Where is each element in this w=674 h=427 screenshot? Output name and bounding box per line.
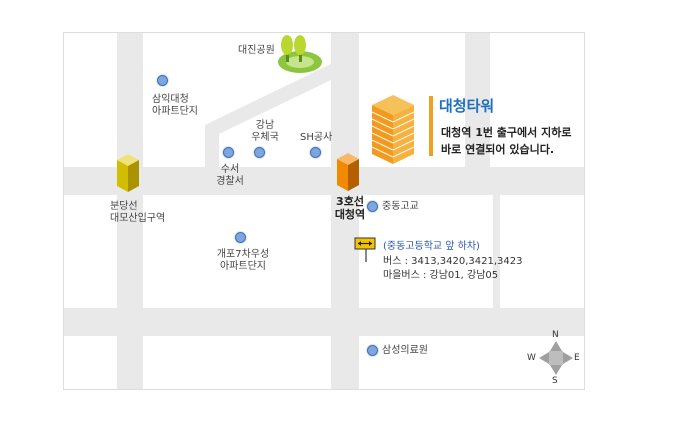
gangnam-post-marker — [254, 147, 265, 158]
tower-description: 대청역 1번 출구에서 지하로 바로 연결되어 있습니다. — [441, 126, 572, 156]
map-border — [63, 32, 585, 390]
samik-apt-marker — [157, 75, 168, 86]
compass-n: N — [552, 330, 559, 340]
bundang-station-label: 분당선 대모산입구역 — [110, 201, 166, 224]
city-block — [359, 336, 585, 390]
city-block — [143, 336, 331, 390]
city-block — [143, 195, 331, 308]
diagonal-road — [205, 64, 331, 167]
city-block — [359, 195, 493, 308]
sh-corp-marker — [310, 147, 321, 158]
tower-accent-bar — [429, 96, 433, 156]
line3-station-label: 3호선 대청역 — [334, 195, 366, 221]
jungdong-high-label: 중동고교 — [382, 201, 419, 212]
compass-w: W — [527, 353, 536, 363]
tower-building-icon — [371, 95, 415, 164]
city-block — [500, 195, 585, 308]
sh-corp-label: SH공사 — [300, 132, 333, 143]
gaepo-apt-marker — [235, 232, 246, 243]
park-icon — [278, 35, 322, 73]
city-block — [63, 336, 117, 390]
jungdong-high-marker — [367, 201, 378, 212]
compass-e: E — [574, 353, 580, 363]
samik-apt-label: 삼익대청 아파트단지 — [152, 94, 198, 117]
samsung-hospital-marker — [367, 345, 378, 356]
compass-icon — [539, 341, 573, 375]
line3-station-icon — [337, 153, 359, 191]
city-block — [63, 32, 117, 167]
tower-title: 대청타워 — [439, 97, 495, 115]
city-block — [63, 195, 117, 308]
bus-routes: 버스 : 3413,3420,3421,3423 — [383, 256, 523, 267]
gaepo-apt-label: 개포7차우성 아파트단지 — [216, 249, 270, 272]
compass-s: S — [552, 376, 558, 386]
bus-stop-title: (중동고등학교 앞 하차) — [383, 241, 480, 252]
samsung-hospital-label: 삼성의료원 — [382, 345, 428, 356]
village-bus-routes: 마을버스 : 강남01, 강남05 — [383, 270, 499, 281]
suseo-police-marker — [223, 147, 234, 158]
bundang-station-icon — [117, 154, 139, 192]
city-block — [490, 32, 585, 167]
park-label: 대진공원 — [238, 45, 275, 56]
gangnam-post-label: 강남 우체국 — [251, 120, 279, 143]
suseo-police-label: 수서 경찰서 — [216, 164, 244, 187]
bus-stop-icon — [354, 237, 376, 262]
